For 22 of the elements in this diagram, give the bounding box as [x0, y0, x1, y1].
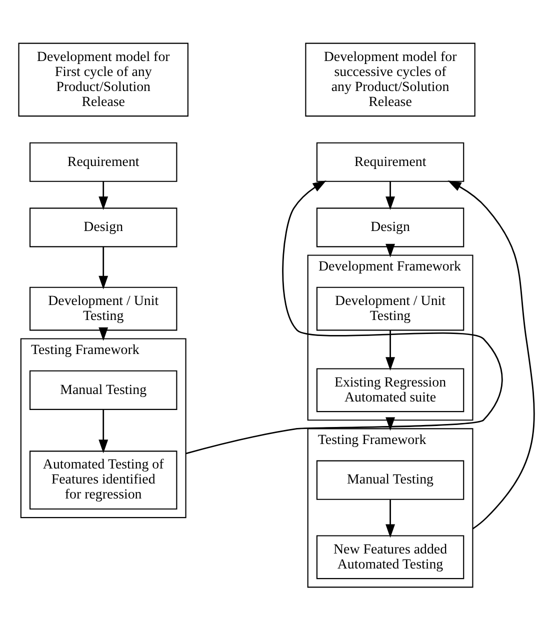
arrow	[386, 330, 395, 370]
node-box: Requirement	[316, 142, 464, 182]
arrow	[186, 180, 503, 454]
arrow	[386, 243, 395, 257]
node-box: Manual Testing	[29, 370, 178, 410]
node-box: New Features added Automated Testing	[316, 534, 464, 579]
arrow	[386, 416, 395, 430]
node-box: Design	[29, 207, 178, 247]
node-box: Development model for successive cycles of any Product/Solution Release	[305, 42, 476, 116]
node-box: Development model for First cycle of any Product/Solution Release	[18, 42, 188, 116]
node-box: Manual Testing	[316, 460, 464, 500]
arrow	[448, 180, 535, 529]
arrow	[386, 180, 395, 210]
node-box: Requirement	[29, 142, 178, 182]
arrow	[98, 246, 108, 289]
node-box: Automated Testing of Features identified for regression	[29, 450, 178, 510]
node-box: Development / Unit Testing	[316, 286, 464, 330]
arrow	[98, 326, 108, 340]
arrow	[98, 409, 108, 453]
arrow	[386, 499, 395, 538]
arrow	[98, 180, 108, 210]
node-box: Existing Regression Automated suite	[316, 368, 464, 412]
